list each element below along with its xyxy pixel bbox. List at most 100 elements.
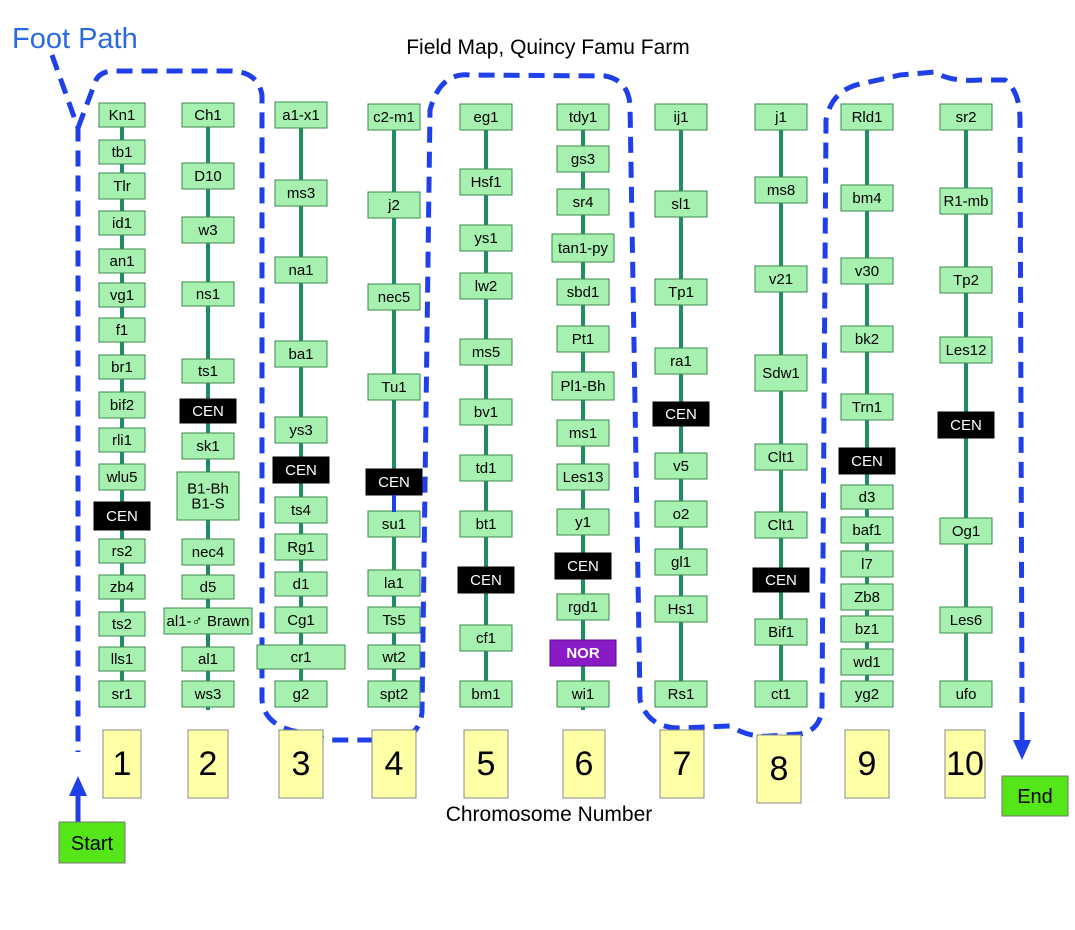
gene-marker-box: [840, 257, 894, 285]
chromosome-number-label: 4: [385, 745, 404, 783]
gene-marker-label: bm1: [471, 686, 500, 703]
chromosome-number-label: 1: [113, 745, 132, 783]
gene-marker-box: [367, 103, 421, 131]
gene-marker-label: ct1: [771, 686, 791, 703]
gene-marker-label: rs2: [112, 543, 133, 560]
gene-marker-box: [367, 283, 421, 311]
gene-marker-box: [181, 358, 235, 384]
gene-marker-box: [274, 256, 328, 284]
foot-path: [49, 54, 1025, 752]
gene-marker-label: rgd1: [568, 599, 598, 616]
gene-marker-label: cr1: [291, 649, 312, 666]
gene-marker-label: ts4: [291, 502, 311, 519]
gene-marker-label: la1: [384, 575, 404, 592]
gene-marker-label: bif2: [110, 397, 134, 414]
gene-marker-label: al1-♂ Brawn: [167, 613, 250, 630]
gene-marker-label: ms8: [767, 182, 795, 199]
gene-marker-box: [840, 103, 894, 131]
centromere-marker-box: [457, 566, 515, 594]
gene-marker-box: [98, 391, 146, 419]
gene-marker-box: [654, 452, 708, 480]
gene-marker-box: [459, 272, 513, 300]
gene-marker-label: an1: [109, 253, 134, 270]
gene-marker-label: Rld1: [852, 109, 883, 126]
gene-marker-box: [256, 644, 346, 670]
gene-marker-label: sr1: [112, 686, 133, 703]
gene-marker-label: ms1: [569, 425, 597, 442]
gene-marker-label: yg2: [855, 686, 879, 703]
gene-marker-box: [163, 607, 253, 635]
gene-marker-label: ys3: [289, 422, 312, 439]
centromere-marker-label: CEN: [192, 403, 224, 420]
gene-marker-box: [459, 680, 513, 708]
foot-path-label: Foot Path: [12, 23, 138, 55]
gene-marker-box: [840, 484, 894, 510]
gene-marker-label: j2: [387, 197, 400, 214]
gene-marker-box: [840, 583, 894, 611]
chromosome-1: Kn1tb1Tlrid1an1vg1f1br1bif2rli1wlu5CENrs…: [93, 102, 151, 799]
gene-marker-label: wi1: [571, 686, 595, 703]
gene-marker-label: br1: [111, 359, 133, 376]
gene-marker-box: [98, 139, 146, 165]
gene-marker-box: [181, 281, 235, 307]
gene-marker-box: [274, 340, 328, 368]
gene-marker-box: [98, 354, 146, 380]
chromosome-number-label: 3: [292, 745, 311, 783]
gene-marker-label: sk1: [196, 438, 219, 455]
gene-marker-box: [654, 595, 708, 623]
gene-marker-label: id1: [112, 215, 132, 232]
gene-marker-label: gl1: [671, 554, 691, 571]
centromere-marker-box: [838, 447, 896, 475]
gene-marker-box: [98, 538, 146, 564]
gene-marker-box: [98, 427, 146, 453]
gene-marker-label: Zb8: [854, 589, 880, 606]
centromere-marker-box: [272, 456, 330, 484]
gene-marker-box: [556, 278, 610, 306]
gene-marker-label: d5: [200, 579, 217, 596]
centromere-marker-box: [93, 501, 151, 531]
centromere-marker-box: [937, 411, 995, 439]
chromosome-number-box: [844, 729, 890, 799]
gene-marker-label: na1: [288, 262, 313, 279]
centromere-marker-box: [554, 552, 612, 580]
gene-marker-label: cf1: [476, 630, 496, 647]
gene-marker-label: Og1: [952, 523, 980, 540]
gene-marker-box: [459, 624, 513, 652]
gene-marker-box: [459, 103, 513, 131]
gene-marker-label: lls1: [111, 651, 134, 668]
gene-marker-label: sr2: [956, 109, 977, 126]
chromosome-number-box: [371, 729, 417, 799]
gene-marker-box: [98, 172, 146, 200]
gene-marker-label: bv1: [474, 404, 498, 421]
gene-marker-label: baf1: [852, 522, 881, 539]
centromere-marker-label: CEN: [378, 474, 410, 491]
start-label: Start: [71, 833, 114, 855]
gene-marker-box: [181, 538, 235, 566]
gene-marker-box: [367, 191, 421, 219]
chromosome-number-label: 5: [477, 745, 496, 783]
gene-marker-box: [274, 496, 328, 524]
gene-marker-box: [654, 190, 708, 218]
start-arrow-head: [69, 776, 87, 796]
gene-marker-label: w3: [197, 222, 217, 239]
gene-marker-label: lw2: [475, 278, 498, 295]
gene-marker-box: [939, 606, 993, 634]
gene-marker-label: eg1: [473, 109, 498, 126]
gene-marker-box: [367, 510, 421, 538]
end-arrow-head: [1013, 740, 1031, 760]
gene-marker-label: Cg1: [287, 612, 315, 629]
gene-marker-box: [367, 644, 421, 670]
gene-marker-label: sbd1: [567, 284, 600, 301]
gene-marker-box: [754, 176, 808, 204]
gene-marker-label: tb1: [112, 144, 133, 161]
gene-marker-box: [98, 611, 146, 637]
gene-marker-label: tan1-py: [558, 240, 609, 257]
gene-marker-label: Tp2: [953, 272, 979, 289]
gene-marker-label: Ts5: [382, 612, 405, 629]
